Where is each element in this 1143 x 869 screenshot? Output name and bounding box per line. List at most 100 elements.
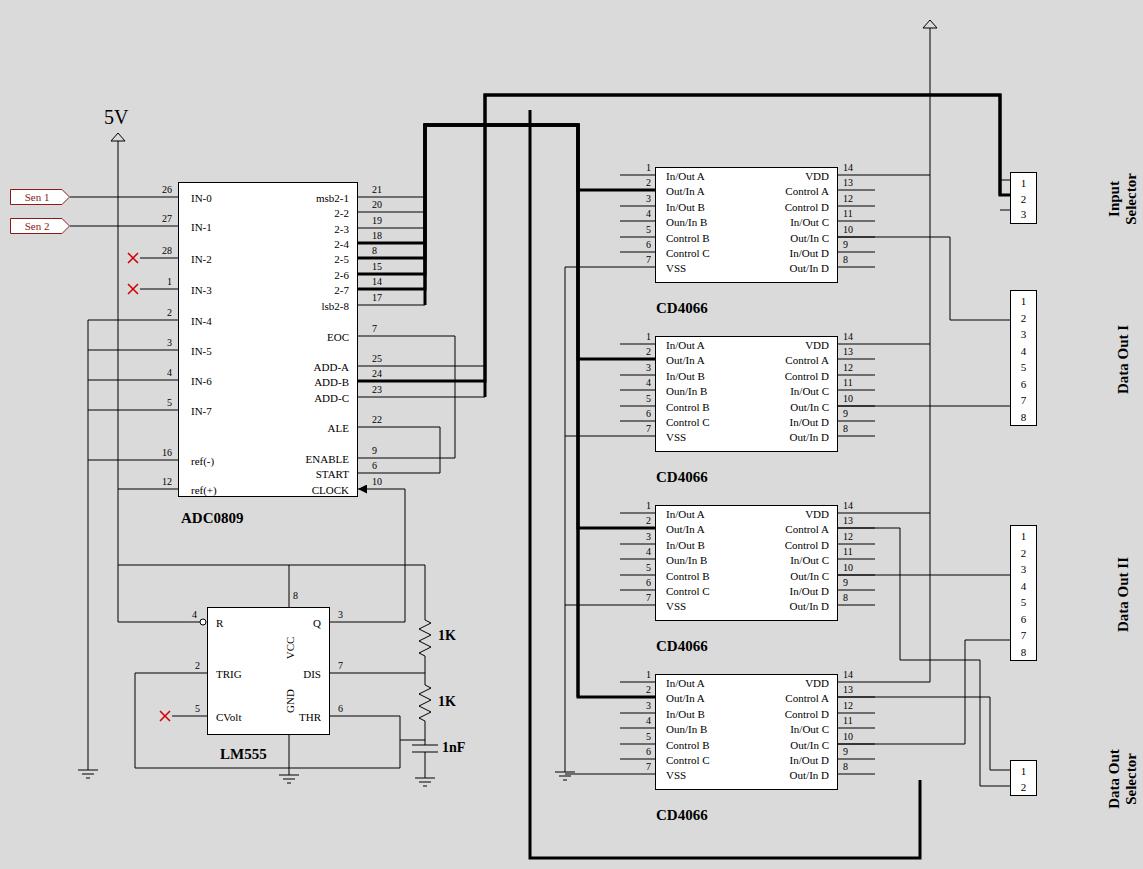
- pin-number: 8: [843, 254, 848, 266]
- pin-number: 13: [843, 684, 853, 696]
- pin-number: 3: [646, 531, 651, 543]
- pin-number: 12: [843, 193, 853, 205]
- pin-number: 6: [338, 703, 343, 715]
- pin-number: 3: [646, 362, 651, 374]
- pin-number: 6: [646, 239, 651, 251]
- resistor-symbol: [419, 685, 431, 745]
- pin-number: 1: [646, 669, 651, 681]
- connector-name: Input Selector: [1106, 167, 1140, 231]
- pin-number: 2: [646, 177, 651, 189]
- pin-name: In/Out C: [790, 385, 829, 397]
- pin-number: 12: [162, 476, 172, 488]
- pin-number: 6: [1011, 613, 1036, 625]
- pin-name: ADD-C: [314, 392, 349, 404]
- pin-name: R: [216, 617, 223, 629]
- pin-number: 1: [1011, 177, 1036, 189]
- pin-number: 14: [843, 162, 853, 174]
- pin-number: 5: [167, 397, 172, 409]
- pin-number: 3: [167, 337, 172, 349]
- pin-number: 8: [843, 423, 848, 435]
- pin-name: ENABLE: [306, 453, 349, 465]
- pin-number: 4: [646, 377, 651, 389]
- switch-chip: CD4066In/Out AOut/In AIn/Out BOun/In BCo…: [655, 167, 838, 283]
- adc-data-wires: [358, 197, 485, 397]
- chip-name: CD4066: [656, 300, 708, 317]
- pin-name: IN-7: [191, 405, 212, 417]
- pin-name: In/Out B: [666, 708, 705, 720]
- tag-label: Sen 1: [10, 191, 64, 203]
- pin-name: lsb2-8: [322, 300, 350, 312]
- pin-number: 8: [293, 590, 298, 602]
- pin-number: 3: [646, 700, 651, 712]
- pin-number: 26: [162, 184, 172, 196]
- pin-name: Oun/In B: [666, 723, 707, 735]
- pin-number: 6: [646, 408, 651, 420]
- pin-number: 17: [372, 292, 382, 304]
- pin-number: 12: [843, 362, 853, 374]
- pin-name: DIS: [303, 668, 321, 680]
- wire-connector: [70, 197, 178, 198]
- pin-number: 1: [1011, 765, 1036, 777]
- switch-chip: CD4066In/Out AOut/In AIn/Out BOun/In BCo…: [655, 505, 838, 621]
- tag-shape: [11, 219, 70, 234]
- connector-name: Data Out I: [1115, 324, 1132, 393]
- pin-name: CLOCK: [312, 484, 349, 496]
- pin-number: 1: [646, 500, 651, 512]
- pin-number: 8: [843, 761, 848, 773]
- wire-connector: [838, 575, 1010, 576]
- wire-connector: [358, 125, 655, 528]
- pin-number: 5: [646, 731, 651, 743]
- pin-name: IN-3: [191, 284, 212, 296]
- chip-name: CD4066: [656, 638, 708, 655]
- pin-number: 5: [646, 224, 651, 236]
- pin-number: 3: [646, 193, 651, 205]
- pin-number: 11: [843, 715, 853, 727]
- pin-name: VDD: [805, 677, 829, 689]
- pin-number: 14: [843, 331, 853, 343]
- pin-number: 2: [646, 346, 651, 358]
- pin-name: Out/In C: [790, 232, 829, 244]
- pin-number: 14: [372, 276, 382, 288]
- pin-number: 9: [843, 408, 848, 420]
- pin-number: 9: [843, 746, 848, 758]
- pin-number: 10: [843, 562, 853, 574]
- pin-name: Oun/In B: [666, 554, 707, 566]
- pin-number: 3: [1011, 328, 1036, 340]
- pin-number: 7: [372, 323, 377, 335]
- wire-connector: [838, 528, 1010, 786]
- pin-name: VDD: [805, 339, 829, 351]
- pin-name: In/Out B: [666, 539, 705, 551]
- pin-number: 4: [1011, 345, 1036, 357]
- pin-name: Out/In C: [790, 570, 829, 582]
- adc-chip: ADC0809IN-0IN-1IN-2IN-3IN-4IN-5IN-6IN-7r…: [178, 182, 358, 497]
- pin-number: 13: [843, 177, 853, 189]
- pin-name: In/Out A: [666, 339, 705, 351]
- pin-name: Out/In D: [790, 600, 829, 612]
- pin-name: In/Out C: [790, 723, 829, 735]
- pin-number: 9: [843, 577, 848, 589]
- pin-name: Control C: [666, 585, 710, 597]
- pin-name: 2-4: [334, 238, 349, 250]
- pin-number: 4: [192, 609, 197, 621]
- pin-number: 6: [646, 577, 651, 589]
- pin-number: 2: [1011, 781, 1036, 793]
- pin-number: 3: [338, 609, 343, 621]
- wire-connector: [838, 406, 1010, 407]
- pin-number: 2: [1011, 312, 1036, 324]
- pin-number: 1: [1011, 295, 1036, 307]
- pin-name: Control A: [785, 692, 829, 704]
- pin-name: In/Out A: [666, 170, 705, 182]
- wire-connector: [838, 697, 1010, 770]
- supply-arrow: [111, 20, 937, 141]
- pin-name: 2-6: [334, 269, 349, 281]
- pin-name: 2-5: [334, 253, 349, 265]
- sensor-tag: Sen 2: [10, 218, 70, 234]
- pin-number: 1: [646, 162, 651, 174]
- pin-number: 4: [646, 715, 651, 727]
- pin-name: ADD-B: [314, 376, 349, 388]
- pin-number: 25: [372, 353, 382, 365]
- pin-name: Out/In A: [666, 692, 705, 704]
- pin-number: 2: [1011, 547, 1036, 559]
- pin-number: 10: [843, 224, 853, 236]
